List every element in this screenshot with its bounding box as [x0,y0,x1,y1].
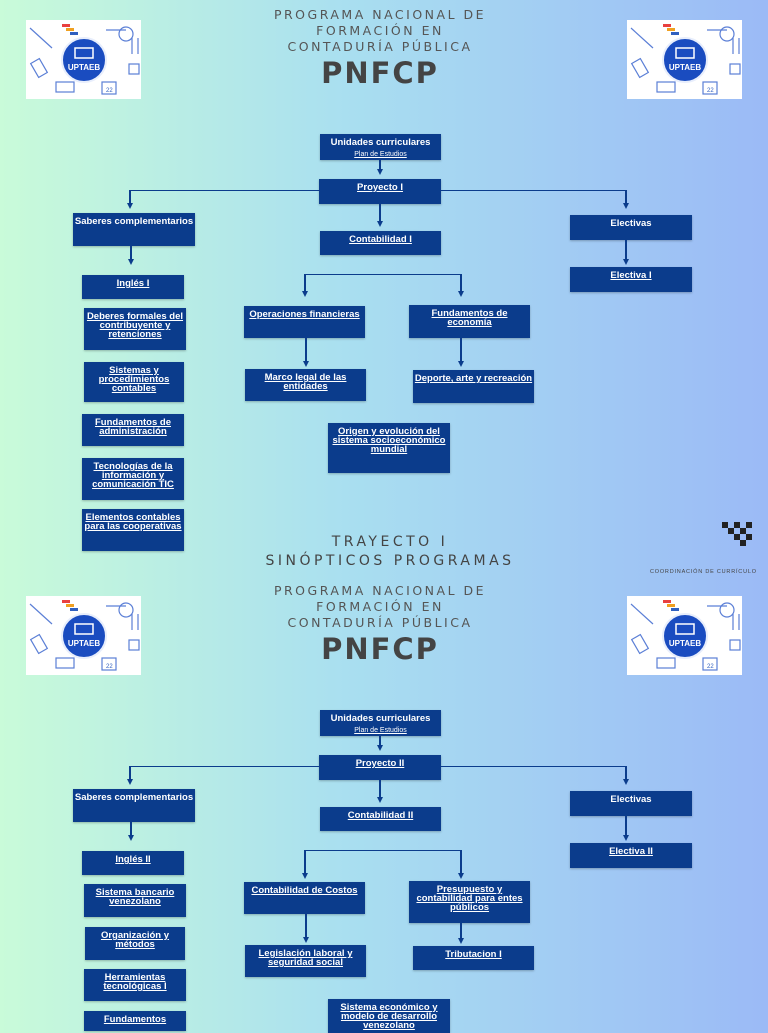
svg-text:22: 22 [707,88,714,94]
list-item[interactable]: Herramientas tecnológicas I [84,969,186,1001]
svg-text:22: 22 [106,88,113,94]
uptaeb-logo-right: UPTAEB 22 [627,596,742,675]
coordination-label: COORDINACIÓN DE CURRÍCULO [650,569,757,575]
list-item[interactable]: Organización y métodos [85,927,185,960]
list-item[interactable]: Inglés I [82,275,184,299]
origen-node[interactable]: Origen y evolución del sistema socioecon… [328,423,450,473]
uptaeb-logo-right: UPTAEB 22 [627,20,742,99]
root-label: Unidades curriculares [330,137,431,148]
list-item[interactable]: Tecnologías de la información y comunica… [82,458,184,500]
svg-text:UPTAEB: UPTAEB [68,639,101,648]
program-acronym: PNFCP [321,56,439,90]
svg-text:UPTAEB: UPTAEB [669,63,702,72]
list-item[interactable]: Inglés II [82,851,184,875]
program-title-line2: FORMACIÓN EN [316,599,444,614]
contabilidad-node[interactable]: Contabilidad II [320,807,441,831]
saberes-node[interactable]: Saberes complementarios [73,213,195,246]
electivas-node[interactable]: Electivas [570,791,692,816]
list-item[interactable]: Fundamentos de administración [82,414,184,446]
sistema-node[interactable]: Sistema económico y modelo de desarrollo… [328,999,450,1033]
sinopticos-title: SINÓPTICOS PROGRAMAS [265,553,515,569]
program-title-line2: FORMACIÓN EN [316,23,444,38]
deporte-node[interactable]: Deporte, arte y recreación [413,370,534,403]
checker-logo [722,522,754,551]
trayecto-title: TRAYECTO I [331,534,449,550]
list-item[interactable]: Deberes formales del contribuyente y ret… [84,308,186,350]
electivas-node[interactable]: Electivas [570,215,692,240]
electiva-node[interactable]: Electiva II [570,843,692,868]
contabilidad-node[interactable]: Contabilidad I [320,231,441,255]
svg-text:22: 22 [707,664,714,670]
program-acronym: PNFCP [321,632,439,666]
op-fin-node[interactable]: Operaciones financieras [244,306,365,338]
presupuesto-node[interactable]: Presupuesto y contabilidad para entes pú… [409,881,530,923]
saberes-node[interactable]: Saberes complementarios [73,789,195,822]
root-node[interactable]: Unidades curriculares Plan de Estudios [320,134,441,160]
root-sub-link[interactable]: Plan de Estudios [354,151,407,158]
uptaeb-logo: UPTAEB 22 [26,20,141,99]
program-title-line1: PROGRAMA NACIONAL DE [273,7,487,22]
list-item[interactable]: Sistema bancario venezolano [84,884,186,917]
list-item[interactable]: Elementos contables para las cooperativa… [82,509,184,551]
legislacion-node[interactable]: Legislación laboral y seguridad social [245,945,366,977]
uptaeb-logo: UPTAEB 22 [26,596,141,675]
svg-text:UPTAEB: UPTAEB [68,63,101,72]
program-title-line1: PROGRAMA NACIONAL DE [273,583,487,598]
root-node[interactable]: Unidades curriculares Plan de Estudios [320,710,441,736]
fund-eco-node[interactable]: Fundamentos de economía [409,305,530,338]
list-item[interactable]: Fundamentos [84,1011,186,1031]
tributacion-node[interactable]: Tributacion I [413,946,534,970]
program-title-line3: CONTADURÍA PÚBLICA [287,615,473,630]
costos-node[interactable]: Contabilidad de Costos [244,882,365,914]
svg-text:22: 22 [106,664,113,670]
proyecto-node[interactable]: Proyecto II [319,755,441,780]
electiva-node[interactable]: Electiva I [570,267,692,292]
list-item[interactable]: Sistemas y procedimientos contables [84,362,184,402]
proyecto-node[interactable]: Proyecto I [319,179,441,204]
svg-text:UPTAEB: UPTAEB [669,639,702,648]
root-sub-link[interactable]: Plan de Estudios [354,727,407,734]
program-title-line3: CONTADURÍA PÚBLICA [287,39,473,54]
marco-node[interactable]: Marco legal de las entidades [245,369,366,401]
